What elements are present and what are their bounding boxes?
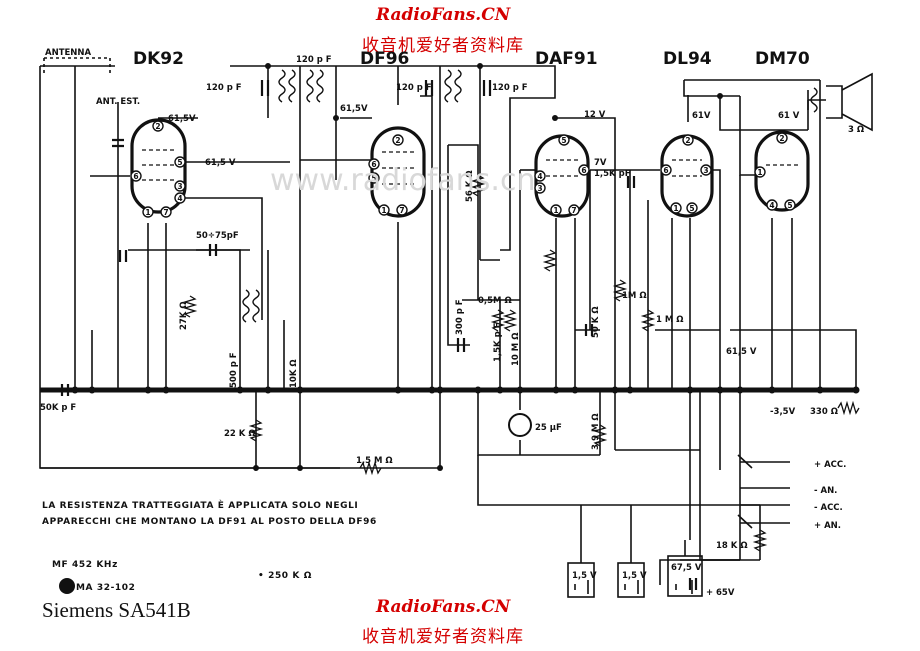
label-c50-75: 50÷75pF	[196, 231, 239, 241]
label-r18k: 18 K Ω	[716, 541, 748, 551]
svg-text:5: 5	[371, 174, 376, 183]
label-c25u: 25 μF	[535, 423, 562, 433]
note-line-1: LA RESISTENZA TRATTEGGIATA È APPLICATA S…	[42, 499, 358, 511]
label-an-pos: + AN.	[814, 521, 841, 531]
tube-label-dl94: DL94	[663, 49, 712, 69]
label-ant-est: ANT. EST.	[96, 97, 140, 107]
label-c300: 300 p F	[455, 299, 465, 335]
label-an-neg: - AN.	[814, 486, 837, 496]
label-acc-pos: + ACC.	[814, 460, 846, 470]
label-r1m-b: 1 M Ω	[656, 315, 684, 325]
label-c50k: 50K p F	[40, 403, 76, 413]
label-61v: 61V	[692, 111, 711, 121]
label-r56k: 56 K Ω	[465, 170, 475, 202]
label-v-neg: -3,5V	[770, 407, 796, 417]
svg-text:4: 4	[769, 201, 774, 210]
svg-text:3: 3	[537, 184, 542, 193]
tube-label-dk92: DK92	[133, 49, 184, 69]
label-r10k: 10K Ω	[289, 359, 299, 388]
note-ma: MA 32-102	[76, 583, 136, 593]
wire-frame-left	[39, 66, 340, 469]
svg-text:5: 5	[177, 158, 182, 167]
label-r15m: 1,5 M Ω	[356, 456, 393, 466]
label-plus: +	[706, 588, 713, 598]
label-r10m: 10 M Ω	[511, 333, 521, 366]
svg-text:2: 2	[395, 136, 400, 145]
tube-df96-envelope	[370, 126, 426, 218]
label-acc-neg: - ACC.	[814, 503, 843, 513]
model-caption: Siemens SA541B	[42, 598, 191, 622]
label-battery-1: 1,5 V	[572, 571, 597, 581]
svg-text:4: 4	[537, 172, 542, 181]
label-battery-2: 1,5 V	[622, 571, 647, 581]
watermark-faint: www.radiofans.cn	[270, 163, 535, 198]
note-mf: MF 452 KHz	[52, 560, 118, 570]
label-r22k: 22 K Ω	[224, 429, 256, 439]
label-61-5v-c: 61,5V	[340, 104, 368, 114]
label-r05m: 0,5M Ω	[478, 296, 512, 306]
svg-text:2: 2	[155, 122, 160, 131]
label-r39m: 3,9 M Ω	[591, 413, 601, 450]
svg-text:2: 2	[685, 136, 690, 145]
svg-text:6: 6	[133, 172, 138, 181]
watermark-cn-bottom: 收音机爱好者资料库	[362, 627, 524, 647]
label-c120-c: 120 p F	[396, 83, 432, 93]
label-r3: 3 Ω	[848, 125, 864, 135]
svg-text:5: 5	[689, 204, 694, 213]
watermark-cn-top: 收音机爱好者资料库	[362, 36, 524, 56]
label-61-5v-d: 61,5 V	[726, 347, 757, 357]
tube-dk92-envelope	[130, 118, 187, 214]
note-line-2: APPARECCHI CHE MONTANO LA DF91 AL POSTO …	[42, 517, 377, 527]
label-61-5v-a: 61,5V	[168, 114, 196, 124]
svg-text:1: 1	[381, 206, 386, 215]
svg-text:7: 7	[163, 208, 168, 217]
svg-text:5: 5	[561, 136, 566, 145]
label-c500: 500 p F	[229, 352, 239, 388]
label-65v: 65V	[716, 588, 735, 598]
svg-text:1: 1	[673, 204, 678, 213]
label-c15k: 1,5K pF	[594, 169, 631, 179]
label-antenna: ANTENNA	[45, 48, 92, 58]
label-61-5v-b: 61,5 V	[205, 158, 236, 168]
svg-text:4: 4	[177, 194, 182, 203]
manufacturer-logo	[59, 578, 75, 594]
svg-text:7: 7	[571, 206, 576, 215]
svg-text:3: 3	[703, 166, 708, 175]
label-7v: 7V	[594, 158, 607, 168]
svg-text:6: 6	[663, 166, 668, 175]
label-battery-3: 67,5 V	[671, 563, 702, 573]
svg-text:3: 3	[177, 182, 182, 191]
label-c120-b: 120 p F	[296, 55, 332, 65]
tube-label-df96: DF96	[360, 49, 409, 69]
svg-text:1: 1	[757, 168, 762, 177]
svg-text:2: 2	[779, 134, 784, 143]
svg-text:6: 6	[371, 160, 376, 169]
tube-label-daf91: DAF91	[535, 49, 598, 69]
label-c15k-b: 1,5K p F	[493, 322, 503, 362]
label-c120-a: 120 p F	[206, 83, 242, 93]
svg-text:1: 1	[145, 208, 150, 217]
label-r330: 330 Ω	[810, 407, 838, 417]
label-61v-b: 61 V	[778, 111, 800, 121]
label-r27k: 27K Ω	[179, 301, 189, 330]
label-r1m-a: 1M Ω	[622, 291, 647, 301]
note-r250k: • 250 K Ω	[258, 571, 312, 581]
svg-text:7: 7	[399, 206, 404, 215]
watermark-site-bottom: RadioFans.CN	[376, 597, 511, 617]
label-c120-d: 120 p F	[492, 83, 528, 93]
antenna-coil-box	[43, 57, 111, 75]
tube-label-dm70: DM70	[755, 49, 810, 69]
label-12v: 12 V	[584, 110, 606, 120]
svg-text:1: 1	[553, 206, 558, 215]
svg-text:6: 6	[581, 166, 586, 175]
watermark-site-top: RadioFans.CN	[376, 5, 511, 25]
svg-text:5: 5	[787, 201, 792, 210]
label-r50k: 50 K Ω	[591, 306, 601, 338]
